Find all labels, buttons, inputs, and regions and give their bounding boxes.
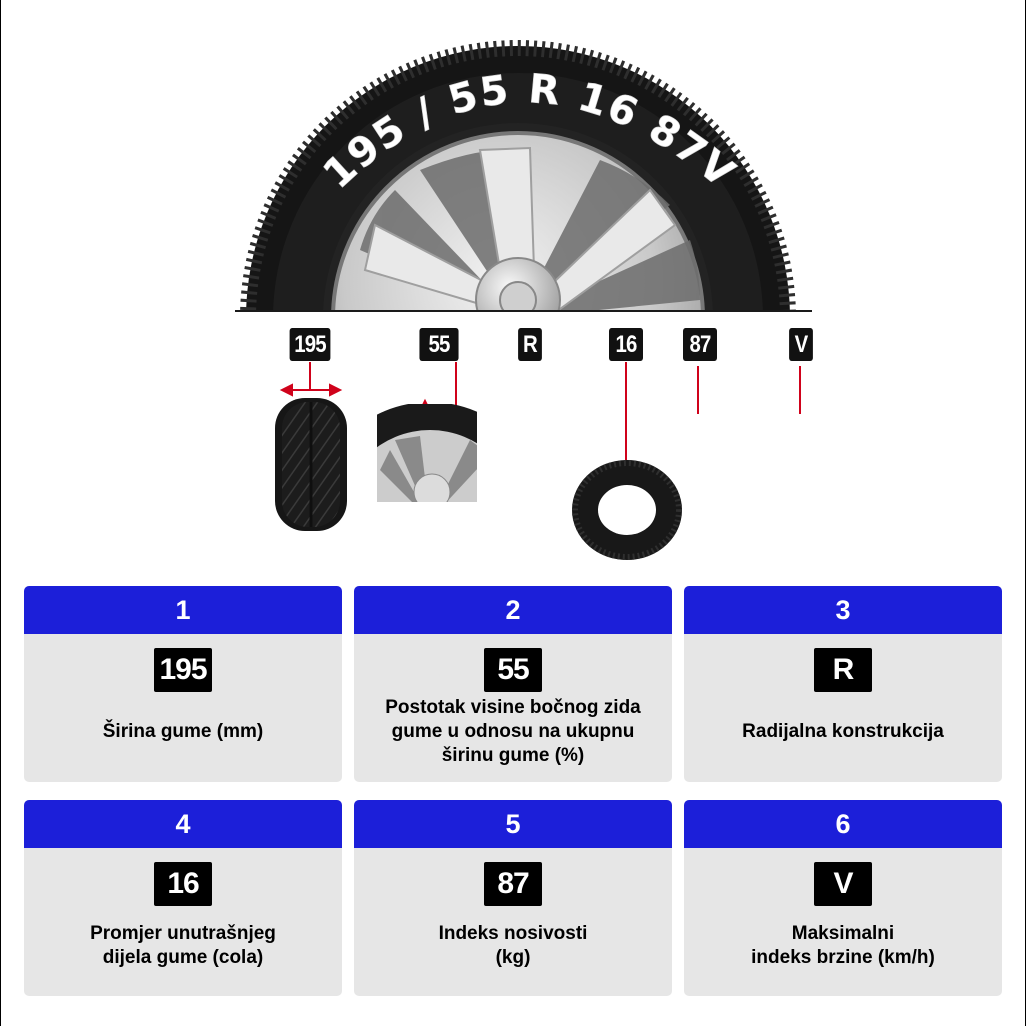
desc-line: Širina gume (mm) xyxy=(102,721,264,742)
desc-line: Indeks nosivosti xyxy=(438,923,588,944)
card-number: 4 xyxy=(24,800,342,848)
card-code-badge: V xyxy=(814,862,872,906)
tag-aspect-ratio: 55 xyxy=(419,328,459,361)
card-code-badge: 195 xyxy=(154,648,212,692)
card-rim-diameter: 4 16 Promjer unutrašnjeg dijela gume (co… xyxy=(24,800,342,996)
width-arrow xyxy=(279,362,343,397)
desc-line: širinu gume (%) xyxy=(441,745,585,766)
tire-sidewall-view xyxy=(377,404,477,502)
tire-illustration: 195 / 55 R 16 87V xyxy=(235,40,813,560)
tag-construction: R xyxy=(518,328,542,361)
tire-diagram-svg: 195 / 55 R 16 87V xyxy=(235,40,812,560)
card-speed-rating: 6 V Maksimalni indeks brzine (km/h) xyxy=(684,800,1002,996)
card-code-badge: 55 xyxy=(484,648,542,692)
card-construction: 3 R Radijalna konstrukcija xyxy=(684,586,1002,782)
desc-line: dijela gume (cola) xyxy=(102,947,264,968)
card-description: Postotak visine bočnog zida gume u odnos… xyxy=(354,697,672,766)
card-description: Širina gume (mm) xyxy=(24,698,342,766)
main-tire xyxy=(240,40,796,311)
card-number: 3 xyxy=(684,586,1002,634)
tag-speed-rating: V xyxy=(789,328,813,361)
card-code-badge: 87 xyxy=(484,862,542,906)
card-description: Indeks nosivosti (kg) xyxy=(354,912,672,980)
tire-front-view xyxy=(275,398,347,531)
card-number: 5 xyxy=(354,800,672,848)
card-description: Promjer unutrašnjeg dijela gume (cola) xyxy=(24,912,342,980)
left-border xyxy=(0,0,1,1026)
card-description: Radijalna konstrukcija xyxy=(684,698,1002,766)
tire-ring-view xyxy=(572,460,682,560)
card-load-index: 5 87 Indeks nosivosti (kg) xyxy=(354,800,672,996)
card-code-badge: R xyxy=(814,648,872,692)
tag-width: 195 xyxy=(289,328,331,361)
tag-load-index: 87 xyxy=(683,328,717,361)
tag-rim-diameter: 16 xyxy=(609,328,643,361)
desc-line: gume u odnosu na ukupnu xyxy=(391,721,635,742)
card-aspect-ratio: 2 55 Postotak visine bočnog zida gume u … xyxy=(354,586,672,782)
card-code-badge: 16 xyxy=(154,862,212,906)
desc-line: Maksimalni xyxy=(791,923,895,944)
card-number: 1 xyxy=(24,586,342,634)
card-description: Maksimalni indeks brzine (km/h) xyxy=(684,912,1002,980)
desc-line: Promjer unutrašnjeg xyxy=(90,923,276,944)
desc-line: Postotak visine bočnog zida xyxy=(385,697,641,718)
card-number: 2 xyxy=(354,586,672,634)
desc-line: (kg) xyxy=(495,947,531,968)
card-width: 1 195 Širina gume (mm) xyxy=(24,586,342,782)
desc-line: indeks brzine (km/h) xyxy=(751,947,935,968)
card-number: 6 xyxy=(684,800,1002,848)
desc-line: Radijalna konstrukcija xyxy=(742,721,944,742)
